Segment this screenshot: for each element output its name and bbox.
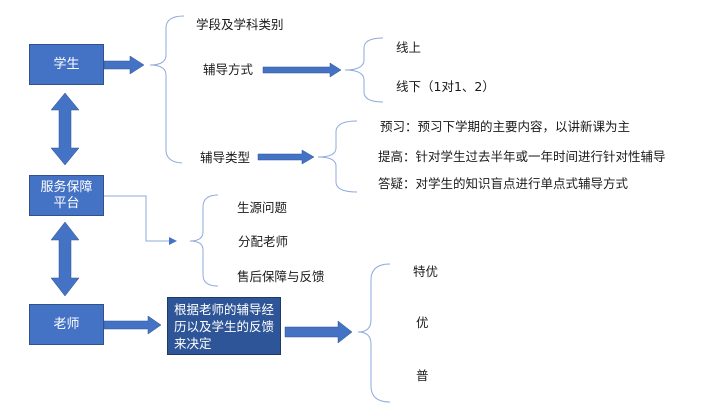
student-node: 学生 xyxy=(29,44,104,85)
platform-item-source: 生源问题 xyxy=(237,200,288,215)
arrow-teacher xyxy=(103,315,162,335)
platform-node: 服务保障 平台 xyxy=(29,175,104,216)
brace-levels xyxy=(357,263,391,403)
platform-item-assign: 分配老师 xyxy=(238,234,289,249)
method-option-offline: 线下（1对1、2） xyxy=(396,79,495,94)
teacher-node: 老师 xyxy=(29,304,104,345)
arrow-method xyxy=(262,62,342,78)
method-option-online: 线上 xyxy=(396,40,422,55)
teacher-label: 老师 xyxy=(53,316,80,332)
brace-method xyxy=(344,37,384,103)
double-arrow-bottom xyxy=(50,221,80,297)
level-good: 优 xyxy=(416,315,429,330)
method-label: 辅导方式 xyxy=(203,62,254,77)
type-option-preview: 预习：预习下学期的主要内容，以讲新课为主 xyxy=(380,119,631,134)
arrow-decision xyxy=(284,320,353,344)
arrow-student-right xyxy=(103,55,145,75)
platform-item-aftersales: 售后保障与反馈 xyxy=(237,269,325,284)
brace-student xyxy=(149,15,185,164)
brace-platform xyxy=(189,194,219,287)
connector-platform xyxy=(104,195,177,245)
type-option-improve: 提高：针对学生过去半年或一年时间进行针对性辅导 xyxy=(378,149,666,164)
category-label: 学段及学科类别 xyxy=(196,17,284,32)
decision-box: 根据老师的辅导经历以及学生的反馈来决定 xyxy=(167,297,281,355)
type-option-qa: 答疑：对学生的知识盲点进行单点式辅导方式 xyxy=(378,176,629,191)
type-label: 辅导类型 xyxy=(200,150,251,165)
decision-label: 根据老师的辅导经历以及学生的反馈来决定 xyxy=(174,302,275,351)
brace-type xyxy=(317,120,358,193)
double-arrow-top xyxy=(50,92,80,166)
level-normal: 普 xyxy=(416,368,429,383)
platform-label-line1: 服务保障 xyxy=(40,179,93,195)
level-excellent: 特优 xyxy=(413,264,439,279)
platform-label-line2: 平台 xyxy=(53,195,80,211)
arrow-type xyxy=(257,149,315,165)
student-label: 学生 xyxy=(53,56,80,72)
